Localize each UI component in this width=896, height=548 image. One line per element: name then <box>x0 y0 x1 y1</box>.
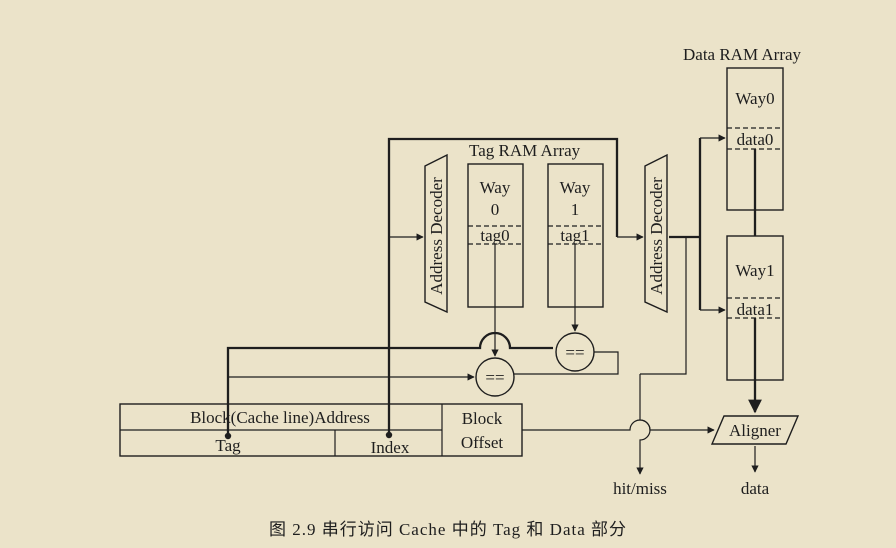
tag-way0-number: 0 <box>491 200 500 219</box>
data-decoder-out <box>669 138 702 310</box>
offset-to-aligner <box>522 419 715 434</box>
data-way0-field: data0 <box>737 130 774 149</box>
index-wire-up <box>387 137 619 435</box>
index-tap-dot <box>385 431 393 439</box>
hit-miss-label: hit/miss <box>613 479 667 498</box>
tag-ram-array-label: Tag RAM Array <box>469 141 581 160</box>
tag-field-label: Tag <box>215 436 241 455</box>
tag-address-decoder-label: Address Decoder <box>427 177 446 295</box>
data-address-decoder <box>644 153 668 314</box>
comparator-way1-label: == <box>565 343 584 362</box>
tag-tap-dot <box>224 432 232 440</box>
tag-address-decoder <box>424 153 448 314</box>
data-ram-array-label: Data RAM Array <box>683 45 802 64</box>
tag-way1-field: tag1 <box>560 226 589 245</box>
aligner-label: Aligner <box>729 421 781 440</box>
comparator-way0-label: == <box>485 368 504 387</box>
tag-way1-number: 1 <box>571 200 580 219</box>
tag-way0-field: tag0 <box>480 226 509 245</box>
data-address-decoder-label: Address Decoder <box>647 177 666 295</box>
tag-field-wire <box>226 331 553 436</box>
index-field-label: Index <box>371 438 410 457</box>
tag-way1-label: Way <box>560 178 591 197</box>
block-offset-label-2: Offset <box>461 433 503 452</box>
data-out-label: data <box>741 479 770 498</box>
block-address-label: Block(Cache line)Address <box>190 408 370 427</box>
data-way0-label: Way0 <box>735 89 774 108</box>
comparator-way0 <box>475 357 515 397</box>
aligner <box>710 415 800 445</box>
figure-caption: 图 2.9 串行访问 Cache 中的 Tag 和 Data 部分 <box>269 520 627 539</box>
cmp-outputs <box>514 237 687 375</box>
block-offset-label-1: Block <box>462 409 503 428</box>
tag-way0-label: Way <box>480 178 511 197</box>
data-way1-label: Way1 <box>735 261 774 280</box>
data-way1-field: data1 <box>737 300 774 319</box>
